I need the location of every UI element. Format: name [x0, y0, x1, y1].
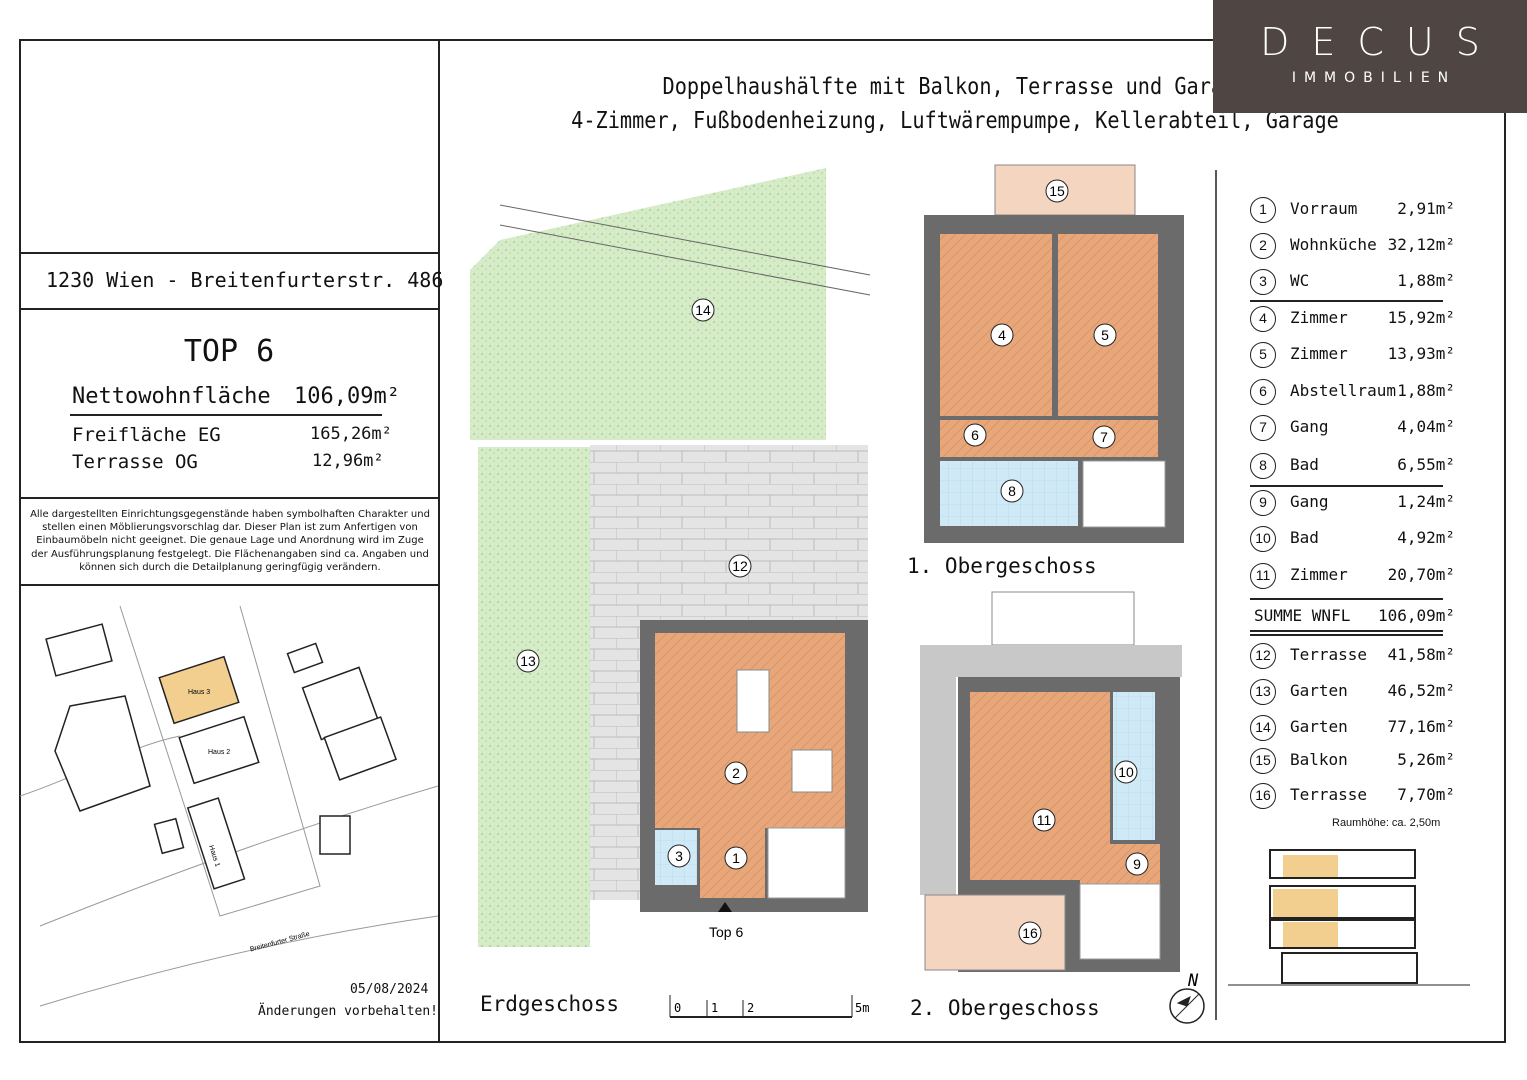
- room-markers: 1 2 3 4 5 6 7 8 9 10 11 12 13 14 15 16: [516, 179, 1149, 945]
- building: [54, 695, 151, 812]
- net-area-value: 106,09m²: [294, 384, 400, 409]
- marker-16: 16: [1022, 925, 1038, 941]
- divider: [19, 308, 439, 310]
- room-4: [940, 234, 1052, 416]
- haus-3: [158, 655, 240, 725]
- og2-label: 2. Obergeschoss: [910, 996, 1100, 1020]
- marker-9: 9: [1133, 856, 1141, 872]
- decus-logo: DECUS IMMOBILIEN: [1213, 0, 1527, 113]
- terrace-12: [590, 445, 868, 620]
- scale-5: 5m: [855, 1001, 869, 1015]
- scale-bar: [669, 995, 853, 1018]
- underline: [70, 414, 382, 416]
- marker-5: 5: [1101, 327, 1109, 343]
- separator: [1250, 630, 1443, 632]
- garden-13: [478, 447, 590, 947]
- plan-date: 05/08/2024: [350, 982, 429, 997]
- marker-6: 6: [971, 427, 979, 443]
- divider: [19, 252, 439, 254]
- eg-label: Erdgeschoss: [480, 992, 620, 1016]
- marker-15: 15: [1049, 183, 1065, 199]
- plot-line: [119, 605, 321, 917]
- haus-3-label: Haus 3: [188, 689, 210, 696]
- net-area-label: Nettowohnfläche: [72, 384, 271, 409]
- scale-0: 0: [674, 1001, 681, 1015]
- marker-2: 2: [732, 765, 740, 781]
- building: [153, 817, 185, 855]
- garden-14: [470, 168, 826, 440]
- north-arrow-icon: [1169, 988, 1205, 1024]
- logo-sub: IMMOBILIEN: [1291, 70, 1457, 86]
- room-height: Raumhöhe: ca. 2,50m: [1332, 817, 1441, 829]
- marker-7: 7: [1100, 429, 1108, 445]
- marker-14: 14: [695, 302, 711, 318]
- plan-subtitle: 4-Zimmer, Fußbodenheizung, Luftwärempump…: [571, 108, 1339, 134]
- free-area-label: Freifläche EG: [72, 424, 221, 446]
- change-note: Änderungen vorbehalten!: [258, 1004, 439, 1019]
- separator: [1250, 598, 1443, 600]
- scale-1: 1: [711, 1001, 718, 1015]
- site-plan: Haus 3 Haus 2 Haus 1 Breitenfurter Straß…: [20, 605, 438, 1007]
- separator: [1250, 300, 1443, 302]
- marker-10: 10: [1118, 764, 1134, 780]
- north-label: N: [1187, 971, 1199, 991]
- terrace-16: [924, 894, 1066, 971]
- building: [323, 716, 398, 781]
- plan-frame: [19, 39, 1506, 1043]
- scale-2: 2: [747, 1001, 754, 1015]
- haus-2-label: Haus 2: [208, 749, 230, 756]
- building: [45, 623, 113, 677]
- divider: [19, 497, 439, 499]
- marker-11: 11: [1037, 812, 1052, 828]
- logo-brand: DECUS: [1260, 20, 1502, 64]
- stairs: [767, 827, 846, 899]
- building: [286, 642, 324, 674]
- section-drawing: [1228, 849, 1470, 986]
- entry-marker: [718, 902, 732, 912]
- marker-1: 1: [732, 850, 740, 866]
- terrace-area-label: Terrasse OG: [72, 451, 198, 473]
- free-area-value: 165,26m²: [310, 424, 392, 444]
- haus-1: [186, 797, 246, 890]
- column-divider: [438, 39, 440, 1043]
- separator: [1250, 485, 1443, 487]
- separator: [1250, 634, 1443, 636]
- disclaimer: Alle dargestellten Einrichtungsgegenstän…: [30, 509, 430, 573]
- haus-2: [178, 715, 260, 785]
- street-line: [39, 915, 438, 1007]
- og1-label: 1. Obergeschoss: [907, 554, 1097, 578]
- marker-4: 4: [998, 327, 1006, 343]
- marker-3: 3: [675, 848, 683, 864]
- terrace-area-value: 12,96m²: [312, 451, 384, 471]
- marker-12: 12: [732, 558, 748, 574]
- plan-title: Doppelhaushälfte mit Balkon, Terrasse un…: [662, 74, 1248, 100]
- building: [319, 815, 351, 855]
- divider: [19, 584, 439, 586]
- marker-8: 8: [1008, 483, 1016, 499]
- address: 1230 Wien - Breitenfurterstr. 486: [46, 268, 444, 292]
- entry-label: Top 6: [709, 924, 743, 940]
- marker-13: 13: [520, 653, 536, 669]
- unit-title: TOP 6: [183, 334, 275, 369]
